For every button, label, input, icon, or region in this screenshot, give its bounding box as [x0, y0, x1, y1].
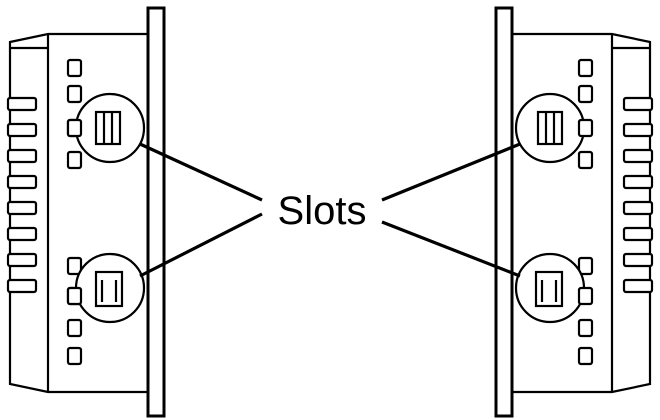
right-device — [494, 6, 654, 418]
right-lower-slot — [514, 252, 594, 324]
leader-left-upper — [139, 142, 263, 202]
left-device — [6, 6, 166, 418]
right-device-bezel — [494, 6, 514, 418]
leader-left-lower — [139, 212, 263, 278]
left-device-bezel — [146, 6, 166, 418]
right-upper-slot — [514, 92, 594, 164]
right-holes — [577, 58, 594, 366]
left-upper-slot — [66, 92, 146, 164]
left-lower-slot — [66, 252, 146, 324]
leader-lines — [139, 142, 521, 278]
slots-label: Slots — [278, 189, 367, 233]
left-vent-fins — [6, 96, 38, 294]
right-vent-fins — [622, 96, 654, 294]
leader-right-upper — [381, 142, 521, 202]
leader-right-lower — [381, 220, 521, 278]
